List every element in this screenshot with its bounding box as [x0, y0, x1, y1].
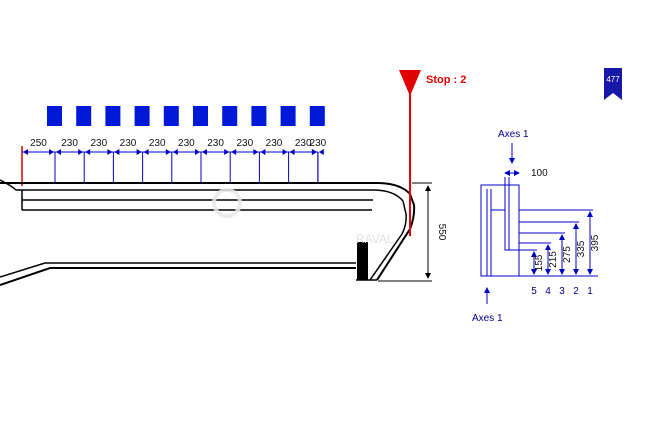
pitch-arrow [260, 149, 266, 155]
section-web [504, 177, 510, 250]
pitch-arrow [56, 149, 61, 155]
pitch-arrow [85, 149, 91, 155]
watermark-text: RAVAL [356, 232, 394, 246]
profile-top-inner [22, 189, 404, 202]
pitch-arrow [136, 149, 142, 155]
pitch-label: 250 [30, 138, 47, 149]
section-dim-label: 215 [548, 251, 559, 268]
tool-square [280, 106, 296, 126]
station-number: 1 [587, 286, 593, 297]
pitch-arrow [253, 149, 259, 155]
tool-squares [47, 106, 325, 126]
pitch-arrow [114, 149, 120, 155]
section-dim-label: 275 [562, 246, 573, 263]
pitch-label: 230 [149, 138, 166, 149]
page-number-badge: 477 [604, 68, 622, 100]
station-number: 5 [531, 286, 537, 297]
section-dim-label: 155 [534, 254, 545, 271]
pitch-arrow [282, 149, 288, 155]
pitch-label: 230 [295, 138, 312, 149]
profile-inner-right [369, 200, 407, 281]
pitch-arrow [195, 149, 200, 155]
height-dim-label: 550 [436, 224, 447, 241]
pitch-arrow [231, 149, 237, 155]
section-dim-label: 395 [590, 234, 601, 251]
section-height-dimensions: 155 5 215 4 275 3 335 2 395 1 [519, 209, 601, 297]
pitch-arrow [224, 149, 230, 155]
tool-square [105, 106, 121, 126]
station-number: 4 [545, 286, 551, 297]
pitch-label: 230 [120, 138, 137, 149]
width-dim-label: 100 [531, 168, 548, 179]
pitch-arrow [165, 149, 171, 155]
pitch-arrow [312, 149, 317, 155]
pitch-arrow [23, 149, 28, 155]
watermark: RAVAL [212, 188, 394, 246]
watermark-logo [212, 188, 242, 218]
tool-square [193, 106, 208, 126]
stop-triangle [399, 70, 421, 96]
section-outer [480, 184, 520, 277]
tool-square [309, 106, 325, 126]
pitch-arrow [49, 149, 54, 155]
pitch-label: 230 [61, 138, 78, 149]
station-number: 3 [559, 286, 565, 297]
badge-number: 477 [606, 75, 620, 84]
tool-square [47, 106, 62, 126]
pitch-label: 230 [310, 138, 327, 149]
pitch-arrow [172, 149, 178, 155]
pitch-arrow [78, 149, 84, 155]
profile-web [357, 242, 368, 280]
axes-top-label: Axes 1 [498, 129, 529, 140]
tool-square [163, 106, 179, 126]
tool-square [251, 106, 267, 126]
cross-section: Axes 1 100 155 5 215 4 275 3 335 2 395 1 Axes 1 [472, 129, 601, 324]
pitch-label: 230 [90, 138, 107, 149]
stop-indicator: Stop : 2 [399, 70, 466, 236]
section-shape [480, 177, 520, 277]
profile-outer-bottom [0, 267, 356, 286]
pitch-label: 230 [266, 138, 283, 149]
tool-square [222, 106, 238, 126]
height-dimension: 550 [378, 182, 447, 282]
badge-shape [604, 68, 622, 100]
stop-label: Stop : 2 [426, 74, 466, 86]
pitch-label: 230 [178, 138, 195, 149]
tool-square [134, 106, 150, 126]
tool-square [76, 106, 92, 126]
pitch-label: 230 [236, 138, 253, 149]
pitch-arrow [143, 149, 149, 155]
section-inner-left [486, 189, 492, 276]
pitch-arrow [318, 149, 324, 155]
section-dim-label: 335 [576, 240, 587, 257]
pitch-arrow [202, 149, 207, 155]
profile-left-bend [0, 179, 22, 191]
pitch-arrow [289, 149, 295, 155]
profile-inner-bottom [0, 262, 356, 278]
pitch-label: 230 [207, 138, 224, 149]
part-profile [0, 179, 416, 286]
pitch-arrow [107, 149, 113, 155]
axes-bottom-label: Axes 1 [472, 313, 503, 324]
station-number: 2 [573, 286, 579, 297]
profile-outer-top [0, 182, 411, 195]
